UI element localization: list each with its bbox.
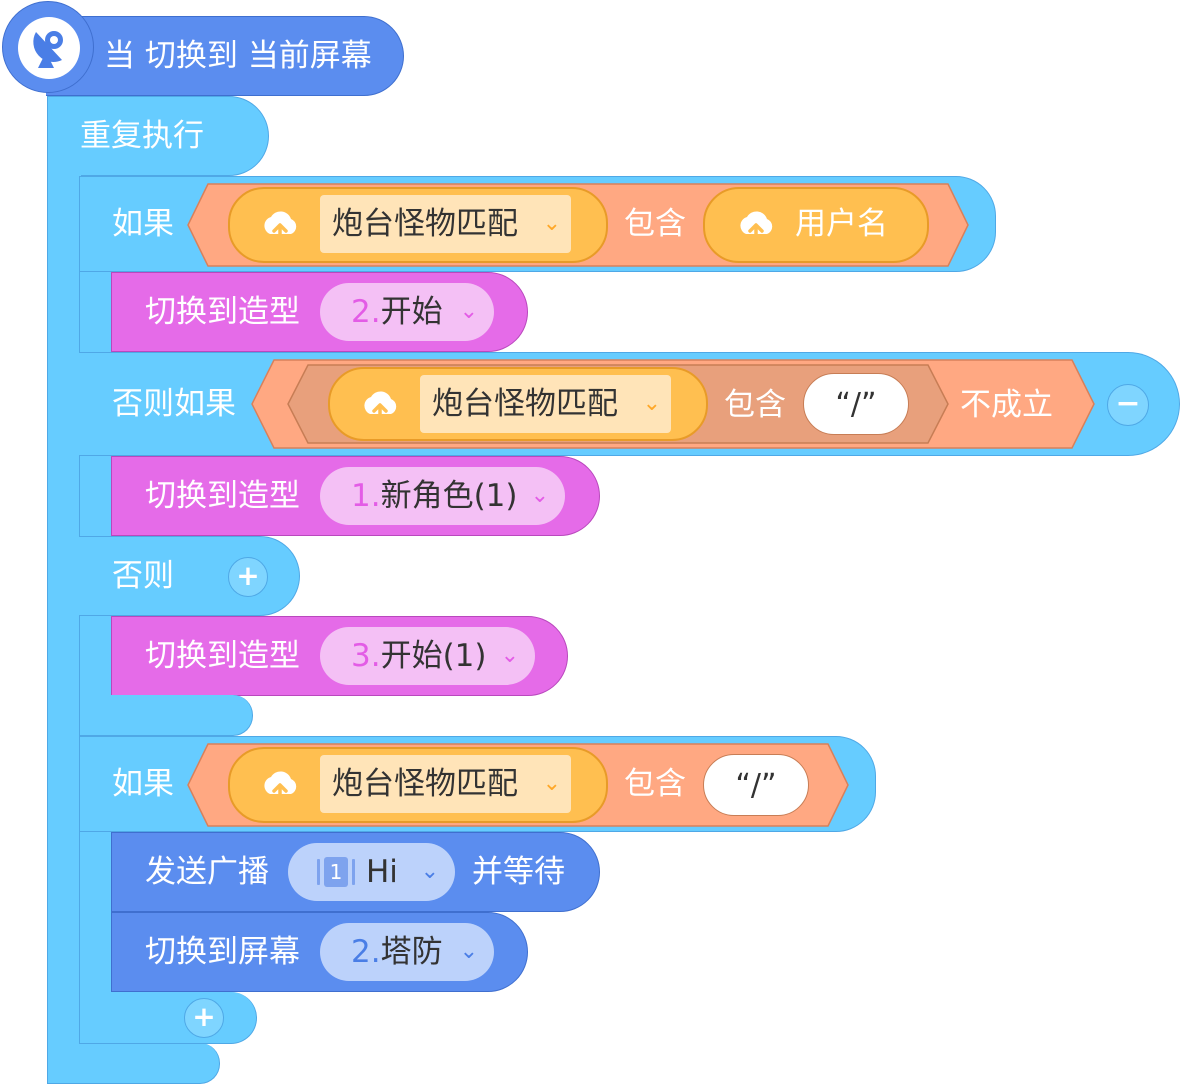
if2-variable-dropdown[interactable]: 炮台怪物匹配 ⌄ [320, 755, 571, 813]
elseif-string-input[interactable]: “/” [803, 373, 909, 435]
if2-variable-name: 炮台怪物匹配 [332, 766, 518, 802]
message-dropdown[interactable]: Hi ⌄ [288, 843, 455, 901]
else-label: 否则 [112, 558, 174, 594]
chevron-down-icon: ⌄ [542, 211, 561, 236]
add-branch-button[interactable]: + [184, 998, 224, 1038]
costume-number: 3. [351, 638, 381, 674]
costume-name: 开始 [380, 294, 443, 330]
forever-bottom [47, 1043, 220, 1084]
if2-operator-label: 包含 [624, 766, 686, 802]
when-switch-to-screen-hat[interactable] [46, 16, 404, 96]
message-name: Hi [366, 854, 398, 890]
if1-variable-name: 炮台怪物匹配 [332, 206, 518, 242]
if-else-bottom [79, 695, 253, 736]
plus-icon: + [236, 559, 260, 592]
elseif-operator-label: 包含 [724, 387, 786, 423]
forever-label: 重复执行 [80, 118, 204, 154]
satellite-icon [33, 31, 63, 68]
chevron-down-icon: ⌄ [530, 483, 549, 508]
screen-number: 2. [351, 934, 381, 970]
broadcast-suffix: 并等待 [472, 854, 565, 890]
else-if-label: 否则如果 [112, 386, 236, 422]
cloud-upload-icon [364, 391, 397, 420]
costume-dropdown-c[interactable]: 3.开始(1) ⌄ [320, 627, 535, 685]
forever-spine [47, 160, 81, 1084]
if2-label: 如果 [112, 766, 174, 802]
chevron-down-icon: ⌄ [459, 299, 478, 324]
switch-costume-label: 切换到造型 [145, 478, 300, 514]
costume-number: 2. [351, 294, 381, 330]
costume-number: 1. [351, 478, 381, 514]
forever-block[interactable] [47, 96, 269, 176]
cloud-upload-icon [264, 211, 297, 240]
if2-string-input[interactable]: “/” [703, 754, 809, 816]
cloud-upload-icon [264, 771, 297, 800]
switch-costume-label: 切换到造型 [145, 638, 300, 674]
chevron-down-icon: ⌄ [420, 859, 439, 884]
message-icon [317, 857, 355, 887]
chevron-down-icon: ⌄ [642, 391, 661, 416]
chevron-down-icon: ⌄ [459, 939, 478, 964]
not-label: 不成立 [960, 387, 1053, 423]
elseif-variable-name: 炮台怪物匹配 [432, 386, 618, 422]
chevron-down-icon: ⌄ [500, 643, 519, 668]
cloud-upload-icon [740, 211, 773, 240]
chevron-down-icon: ⌄ [542, 771, 561, 796]
costume-dropdown-b[interactable]: 1.新角色(1) ⌄ [320, 467, 565, 525]
screen-dropdown[interactable]: 2.塔防 ⌄ [320, 923, 494, 981]
elseif-variable-dropdown[interactable]: 炮台怪物匹配 ⌄ [420, 375, 671, 433]
screen-name: 塔防 [380, 934, 443, 970]
if2-string-value: “/” [735, 768, 777, 803]
costume-name: 新角色(1) [380, 478, 518, 514]
costume-name: 开始(1) [380, 638, 487, 674]
add-branch-button[interactable]: + [228, 557, 268, 597]
plus-icon: + [192, 1000, 216, 1033]
if2-bottom [79, 992, 257, 1044]
switch-costume-label: 切换到造型 [145, 294, 300, 330]
if1-operator-label: 包含 [624, 206, 686, 242]
if1-variable-dropdown[interactable]: 炮台怪物匹配 ⌄ [320, 195, 571, 253]
if-label: 如果 [112, 206, 174, 242]
message-number: 1 [329, 860, 343, 884]
costume-dropdown-a[interactable]: 2.开始 ⌄ [320, 283, 494, 341]
elseif-string-value: “/” [835, 387, 877, 422]
if1-variable2-name: 用户名 [795, 206, 888, 242]
broadcast-label: 发送广播 [145, 854, 269, 890]
hat-label: 当 切换到 当前屏幕 [104, 38, 372, 74]
remove-branch-button[interactable]: − [1107, 384, 1149, 426]
minus-icon: − [1115, 386, 1141, 421]
switch-screen-label: 切换到屏幕 [145, 934, 300, 970]
